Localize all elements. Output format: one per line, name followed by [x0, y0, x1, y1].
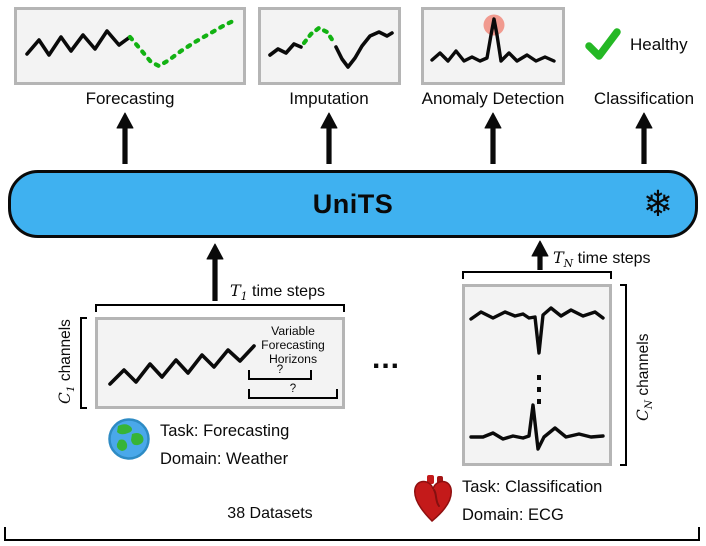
- question-mark-2: ?: [289, 382, 297, 395]
- forecasting-example-box: [14, 7, 246, 85]
- chan-words-left: channels: [57, 319, 74, 382]
- snowflake-icon: ❄: [642, 183, 673, 224]
- anomaly-example-box: [421, 7, 565, 85]
- time-steps-label-right: TN time steps: [553, 248, 651, 270]
- datasets-count-label: 38 Datasets: [227, 505, 313, 522]
- chan-words-right: channels: [635, 333, 652, 396]
- task-label-classification: Classification: [593, 89, 695, 108]
- task-label-imputation: Imputation: [289, 89, 369, 108]
- up-arrow-anomaly: [484, 112, 502, 164]
- datasets-ellipsis: ...: [372, 342, 401, 375]
- time-bracket-right: [462, 271, 612, 279]
- time-var-left: T: [230, 281, 241, 300]
- forecast-horizon-range-1: ?: [248, 364, 312, 380]
- imputation-sparkline: [268, 25, 394, 69]
- time-sub-left: 1: [240, 290, 248, 304]
- up-arrow-forecasting: [116, 112, 134, 164]
- channels-label-left: C1 channels: [56, 319, 77, 404]
- right-dataset-ecg: [469, 306, 605, 451]
- chan-sub-right: N: [643, 399, 656, 410]
- left-dataset-series: [108, 344, 256, 386]
- channels-bracket-left: [80, 317, 87, 409]
- task-label-anomaly-detection: Anomaly Detection: [421, 89, 565, 108]
- channels-label-right: CN channels: [634, 334, 655, 421]
- time-words-right: time steps: [577, 250, 651, 267]
- healthy-label: Healthy: [630, 35, 688, 54]
- time-steps-label-left: T1 time steps: [230, 281, 325, 303]
- channels-bracket-right: [620, 284, 627, 466]
- up-arrow-right-dataset: [531, 240, 549, 270]
- model-name: UniTS: [312, 188, 394, 219]
- check-icon: [584, 25, 622, 68]
- chan-var-left: C: [56, 392, 74, 404]
- question-mark-1: ?: [276, 363, 284, 376]
- right-dataset-box: [462, 284, 612, 466]
- up-arrow-classification: [635, 112, 653, 164]
- right-task-label: Task: Classification: [462, 478, 603, 496]
- anomaly-sparkline: [430, 14, 556, 63]
- task-label-forecasting: Forecasting: [85, 89, 175, 108]
- heart-icon: [410, 474, 456, 529]
- up-arrow-imputation: [320, 112, 338, 164]
- variable-horizons-note: Variable Forecasting Horizons: [261, 324, 325, 367]
- up-arrow-left-dataset: [206, 243, 224, 301]
- left-domain-label: Domain: Weather: [160, 450, 289, 468]
- forecast-horizon-range-2: ?: [248, 383, 338, 399]
- units-model-box: UniTS ❄: [8, 170, 698, 238]
- time-words-left: time steps: [252, 283, 325, 300]
- left-task-label: Task: Forecasting: [160, 422, 290, 440]
- left-dataset-box: Variable Forecasting Horizons ? ?: [95, 317, 345, 409]
- datasets-bracket: [4, 527, 700, 541]
- time-var-right: T: [553, 248, 564, 267]
- chan-var-right: C: [634, 409, 652, 421]
- time-sub-right: N: [563, 257, 574, 271]
- time-bracket-left: [95, 304, 345, 312]
- imputation-example-box: [258, 7, 401, 85]
- forecasting-sparkline: [25, 18, 236, 69]
- chan-sub-left: 1: [65, 385, 78, 393]
- right-domain-label: Domain: ECG: [462, 506, 564, 524]
- earth-icon: [108, 418, 150, 465]
